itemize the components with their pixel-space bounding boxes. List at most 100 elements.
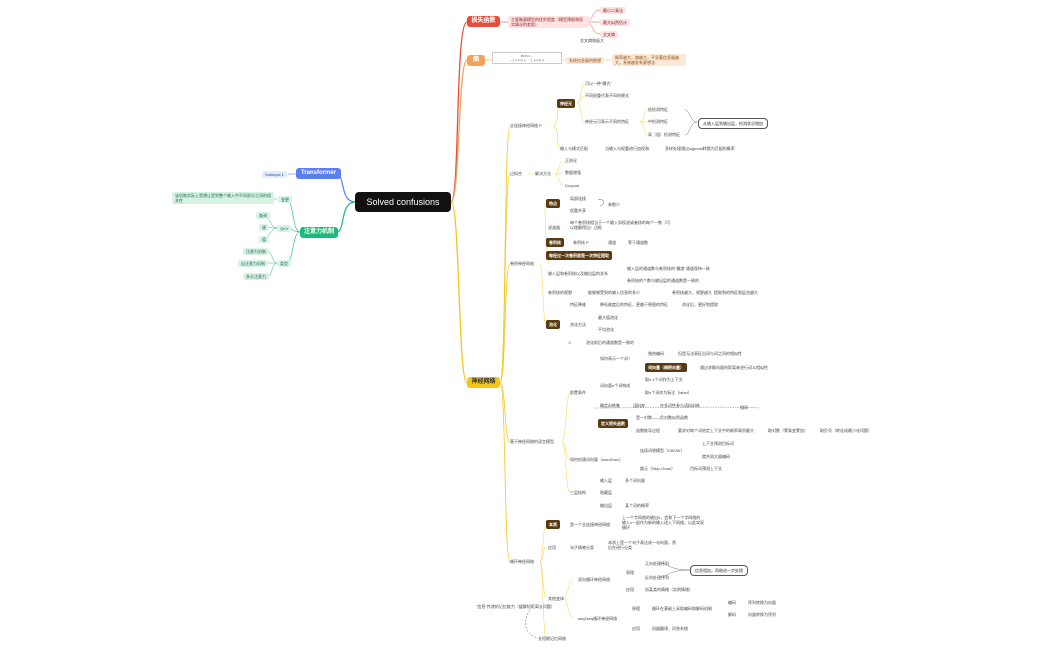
cnn-view-desc-3: 提取到的特征和层也越大 [714, 290, 758, 295]
cnn-view-desc-2: 卷积核越大，视野越大 [672, 290, 712, 295]
s2s-decode: 解码 [728, 612, 736, 617]
cnn-node[interactable]: 卷积神经网络 [510, 261, 534, 266]
type-self-attention[interactable]: 自注意力机制 [238, 260, 268, 267]
wv-question: 如何表示一个词? [600, 356, 631, 361]
bi-principle: 原理 [626, 570, 634, 575]
overfit-node[interactable]: 过拟合 [510, 171, 522, 176]
cnn-filter[interactable]: 滤波器 [548, 225, 560, 230]
type-multihead[interactable]: 多头注意力 [243, 273, 269, 280]
v-node[interactable]: 值 [259, 236, 269, 243]
cnn-pool[interactable]: 池化 [546, 320, 560, 329]
bi-use: 应用 [626, 587, 634, 592]
rnn-other[interactable]: 其他变体 [548, 596, 564, 601]
bi-use-desc: 如某类的情绪（实例情绪） [645, 587, 693, 592]
lstm-node[interactable]: 长短期记忆网络 [538, 636, 566, 641]
cnn-fewer-params: 参数少 [608, 202, 620, 207]
word-model-node[interactable]: 基于神经网络的语言模型 [510, 439, 554, 444]
pool-method: 池化方法 [570, 322, 586, 327]
rnn-app[interactable]: 应用 [548, 545, 556, 550]
q-node[interactable]: 查询 [256, 212, 270, 219]
s2s-principle: 原理 [632, 606, 640, 611]
qkv-node[interactable]: QKV [277, 225, 292, 232]
root-topic[interactable]: Solved confusions [355, 192, 451, 212]
cnn-every-extract[interactable]: 每经过一次卷积就是一次特征提取 [546, 251, 612, 260]
cbow-node: 连续词袋模型（CBOW） [640, 448, 685, 453]
w2v-node[interactable]: 如何创建词向量（word2vec） [570, 457, 624, 462]
cnn-feature[interactable]: 特点 [546, 199, 560, 208]
neuron-node[interactable]: 神经元 [557, 99, 575, 108]
wv-define-loss[interactable]: 定义损失函数 [598, 419, 628, 428]
feature-f2: 中检测特征 [648, 119, 668, 124]
pool-avg: 平均池化 [598, 327, 614, 332]
cnn-kernel-p: P [586, 240, 589, 245]
cnn-kernel-desc: 卷积核 P [573, 240, 589, 245]
wv-vector[interactable]: 词向量（稠密向量） [645, 363, 687, 372]
overfit-solve[interactable]: 解决方法 [535, 171, 551, 176]
rnn-app-desc-2: 本质上是一个句子表达成一句向量，然后在进行分类 [608, 540, 676, 550]
formula-line-2: −∑ p·log p ... ∑ p·log q [509, 58, 545, 62]
cnn-relation-1: 输入层的通道数与卷积核的"最度"通道保持一致 [627, 266, 710, 271]
cnn-channel-desc: 等于通道数 [628, 240, 648, 245]
wv-corpus-desc: 语料库 [633, 403, 645, 408]
rnn-node[interactable]: 循环神经网络 [510, 559, 534, 564]
entropy-node[interactable]: 熵 [467, 55, 485, 66]
perceptron-node[interactable]: 全连接神经网络 P [510, 123, 542, 128]
bi-rnn[interactable]: 双向循环神经网络 [578, 577, 610, 582]
cbow-desc: 上下文预测目标词 [702, 441, 734, 446]
bi-output-box[interactable]: 信息相加，再做进一步处理 [690, 565, 748, 576]
loss-node[interactable]: 损失函数 [467, 16, 500, 27]
k-node[interactable]: 键 [259, 224, 269, 231]
type-attention[interactable]: 注意力机制 [243, 248, 269, 255]
loss-m3[interactable]: 交叉熵 [600, 31, 618, 38]
cbow-desc-2: 就共同大量编码 [702, 454, 730, 459]
wv-define-2-desc: 要求对每个词给定上下文中的概率乘积最大 [678, 428, 754, 433]
pool-channel-note: 池化前后的通道数是一致的 [586, 340, 634, 345]
wv-corpus: 确定训练集 [600, 403, 620, 408]
neuron-n1: 可以一种"模式" [585, 81, 612, 86]
pool-feature: 特征降维 [570, 302, 586, 307]
types-node[interactable]: 类型 [277, 260, 291, 267]
feature-f1: 低检测特征 [648, 107, 668, 112]
loss-m1[interactable]: 最小二乘法 [600, 7, 626, 14]
cnn-kernel-desc-label: 卷积核 [573, 240, 585, 245]
cnn-view-desc: 能够感受到的输入信息的多少 [588, 290, 640, 295]
pool-warn-icon: ⚠ [568, 340, 572, 345]
neuron-n3: 神经元可表示不同的特征 [585, 119, 629, 124]
match-desc-2: 多样处理通过sigmoid转换为匹配的概率 [665, 146, 735, 151]
pool-feature-desc: 降低维度后的特征，更偏于原图的特征 [600, 302, 668, 307]
attention-node[interactable]: 注意力机制 [300, 227, 338, 238]
s2s-encode-desc: 序列转换为向量 [748, 600, 776, 605]
s2s-decode-desc: 向量转换为序列 [748, 612, 776, 617]
cnn-relation[interactable]: 输入层和卷积核以及输出层的关系 [548, 271, 608, 276]
pool-feature-desc-2: 池化后，更好地提取 [682, 302, 718, 307]
attention-change-text: 该机制实际上是想让是到整个输入中不同部分之间的相关性 [172, 192, 274, 204]
rnn-essence-desc-2: 上一个字网络的输出h，会和下一个字网络的输入x一起作为新的输入进入下网络，以此实… [622, 515, 704, 530]
feature-summary-box[interactable]: 从输入层到输出层，检测状况增加 [698, 118, 768, 129]
cnn-relation-2: 卷积核的个数与输出层的通道数是一致的 [627, 278, 699, 283]
cnn-view[interactable]: 卷积核的视野 [548, 290, 572, 295]
skip-node: 跳元（Skip-Gram） [640, 466, 676, 471]
overfit-s3: Dropout [565, 183, 580, 188]
wv-train-1: 取n-1个词作为上下文 [645, 377, 683, 382]
cnn-kernel[interactable]: 卷积核 [546, 238, 564, 247]
cnn-filter-desc: 每个卷积核相当于一个输入如权滤或者核的每个一数（可以理解得出）边框 [570, 220, 670, 230]
wv-train: 词向量n个词构成 [600, 383, 631, 388]
neuron-n2: 不同权重代表不同的模式 [585, 93, 629, 98]
subtopic-node[interactable]: Subtopic 1 [262, 171, 287, 178]
attention-change[interactable]: 变更 [278, 196, 292, 203]
overfit-s2: 数据增强 [565, 170, 581, 175]
loss-m2[interactable]: 最大似然估计 [600, 19, 630, 26]
match-node[interactable]: 输入与模式匹配 [560, 146, 588, 151]
wv-precondition[interactable]: 前置条件 [570, 390, 586, 395]
seq2seq[interactable]: seq2seq循环神经网络 [578, 616, 618, 621]
entropy-d1: 系统信息量的期望 [566, 57, 604, 64]
rnn-essence[interactable]: 本质 [546, 520, 560, 529]
layers-node[interactable]: 三层结构 [570, 490, 586, 495]
layer-input: 输入层 [600, 478, 612, 483]
nn-node[interactable]: 神经网络 [467, 377, 500, 388]
transformer-node[interactable]: Transformer [296, 168, 341, 179]
overfit-s1: 正则化 [565, 158, 577, 163]
wv-define-2: 函数推导过程 [636, 428, 660, 433]
skip-desc: 目标词预测上下文 [690, 466, 722, 471]
